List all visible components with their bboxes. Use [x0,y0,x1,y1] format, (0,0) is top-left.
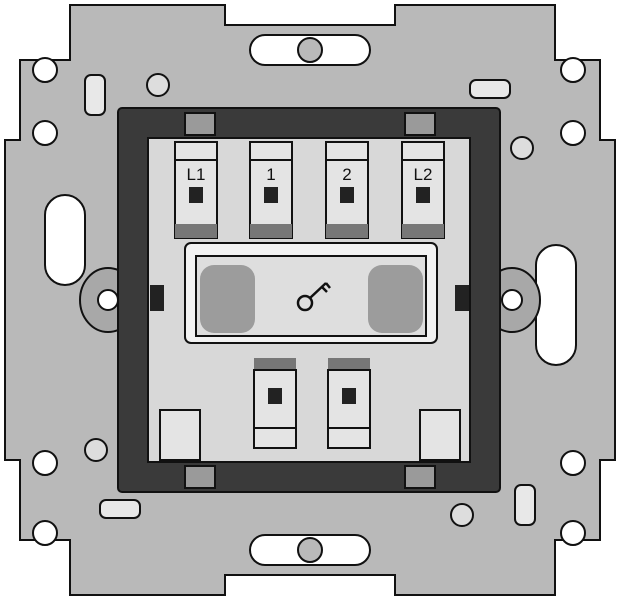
terminal-label: L1 [187,165,206,184]
terminal-l1: L1 [174,141,218,239]
terminal-1: 1 [249,141,293,239]
terminal-label: 1 [266,165,275,184]
terminal-bottom-right [327,358,371,449]
terminal-2: 2 [325,141,369,239]
terminal-label: 2 [342,165,351,184]
center-module [184,242,438,344]
key-icon [296,282,331,312]
terminal-label: L2 [414,165,433,184]
top-terminals: L1 1 2 L2 [174,141,445,239]
bottom-terminals [159,358,461,461]
terminal-l2: L2 [401,141,445,239]
terminal-bottom-left [253,358,297,449]
